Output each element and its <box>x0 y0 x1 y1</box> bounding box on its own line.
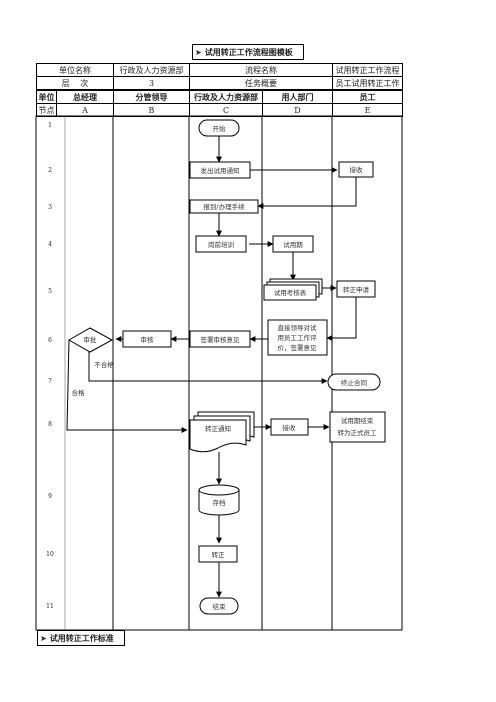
probation-node <box>272 235 314 253</box>
terminate-node <box>327 373 381 391</box>
apply-label: 转正申请 <box>343 285 370 294</box>
receive-node <box>338 161 374 178</box>
start-label: 开始 <box>213 124 227 133</box>
sign-review-label: 签署审核意见 <box>201 335 241 344</box>
report-label: 报到/办理手续 <box>203 202 245 211</box>
dept-review-label-3: 价，签署意见 <box>278 343 318 352</box>
swimlane-frame <box>35 115 403 631</box>
fail-label: 不合格 <box>94 360 114 369</box>
dept-review-label-1: 直接领导对试 <box>278 323 318 332</box>
footer-arrow-icon: ➤ <box>40 633 47 643</box>
level-value: 3 <box>113 76 190 90</box>
arrow-pass-to-confirm-notice <box>66 339 188 433</box>
dept-review-node <box>267 319 328 356</box>
training-node <box>195 235 247 253</box>
connectors <box>66 136 357 598</box>
arrow-apply-to-dept-review <box>326 296 357 341</box>
dept-review-label-2: 用员工工作评 <box>278 333 318 342</box>
row-numbers: 1 2 3 4 5 6 7 8 9 10 11 <box>46 122 54 610</box>
end-node <box>199 597 239 615</box>
summary-value: 员工试用转正工作 <box>332 76 403 90</box>
footer-title: 试用转正工作标准 <box>49 633 114 643</box>
archive-label: 存档 <box>213 498 226 507</box>
arrow-receive-to-report <box>257 177 357 209</box>
notice-label: 发出试用通知 <box>201 166 240 175</box>
end-probation-label-1: 试用期结束 <box>341 416 374 425</box>
confirm-notice-node <box>189 411 255 453</box>
sign-review-node <box>189 330 251 348</box>
row-number: 9 <box>48 493 52 500</box>
gm-review-label: 审批 <box>84 335 98 344</box>
row-number: 8 <box>48 421 52 428</box>
training-label: 岗前培训 <box>208 240 234 249</box>
row-number: 4 <box>48 241 52 248</box>
pass-label: 合格 <box>72 388 86 397</box>
row-number: 1 <box>48 122 52 129</box>
end-probation-label-2: 转为正式员工 <box>338 428 378 437</box>
end-label: 结束 <box>213 602 227 611</box>
row-number: 7 <box>48 378 52 385</box>
row-number: 2 <box>48 167 52 174</box>
row-number: 6 <box>48 337 52 344</box>
gm-decision-node <box>67 327 114 353</box>
assess-form-label: 试用考核表 <box>274 288 307 297</box>
notice-node <box>189 161 251 179</box>
summary-label: 任务概要 <box>189 76 333 90</box>
end-probation-node <box>329 411 386 443</box>
level-label: 层 次 <box>36 76 114 90</box>
report-node <box>189 199 259 214</box>
receive2-node <box>270 418 309 436</box>
row-number: 10 <box>46 551 54 558</box>
probation-label: 试用期 <box>283 240 303 249</box>
receive-label: 接收 <box>350 165 364 174</box>
title-arrow-icon: ➤ <box>195 47 202 57</box>
info-table: 单位名称 行政及人力资源部 流程名称 试用转正工作流程 层 次 3 任务概要 员… <box>36 63 403 90</box>
apply-node <box>336 280 376 298</box>
confirm-label: 转正 <box>212 550 226 559</box>
leader-review-label: 审核 <box>141 335 155 344</box>
leader-review-node <box>122 330 172 348</box>
row-number: 3 <box>48 204 52 211</box>
terminate-label: 终止合同 <box>341 378 367 387</box>
row-number: 11 <box>46 603 54 610</box>
confirm-node <box>198 545 238 563</box>
footer-title-box: ➤ 试用转正工作标准 <box>37 630 125 646</box>
archive-node <box>198 484 240 516</box>
page-title: 试用转正工作流程图模板 <box>204 47 293 57</box>
title-box: ➤ 试用转正工作流程图模板 <box>192 44 304 60</box>
start-node <box>198 119 240 137</box>
lane-header-table: 单位 总经理 分管领导 行政及人力资源部 用人部门 员工 节点 A B C D … <box>36 90 403 117</box>
confirm-notice-label: 转正通知 <box>205 424 231 433</box>
receive2-label: 接收 <box>283 423 297 432</box>
arrow-fail-to-terminate <box>88 348 328 384</box>
assess-form-node <box>263 278 323 301</box>
row-number: 5 <box>48 288 52 295</box>
